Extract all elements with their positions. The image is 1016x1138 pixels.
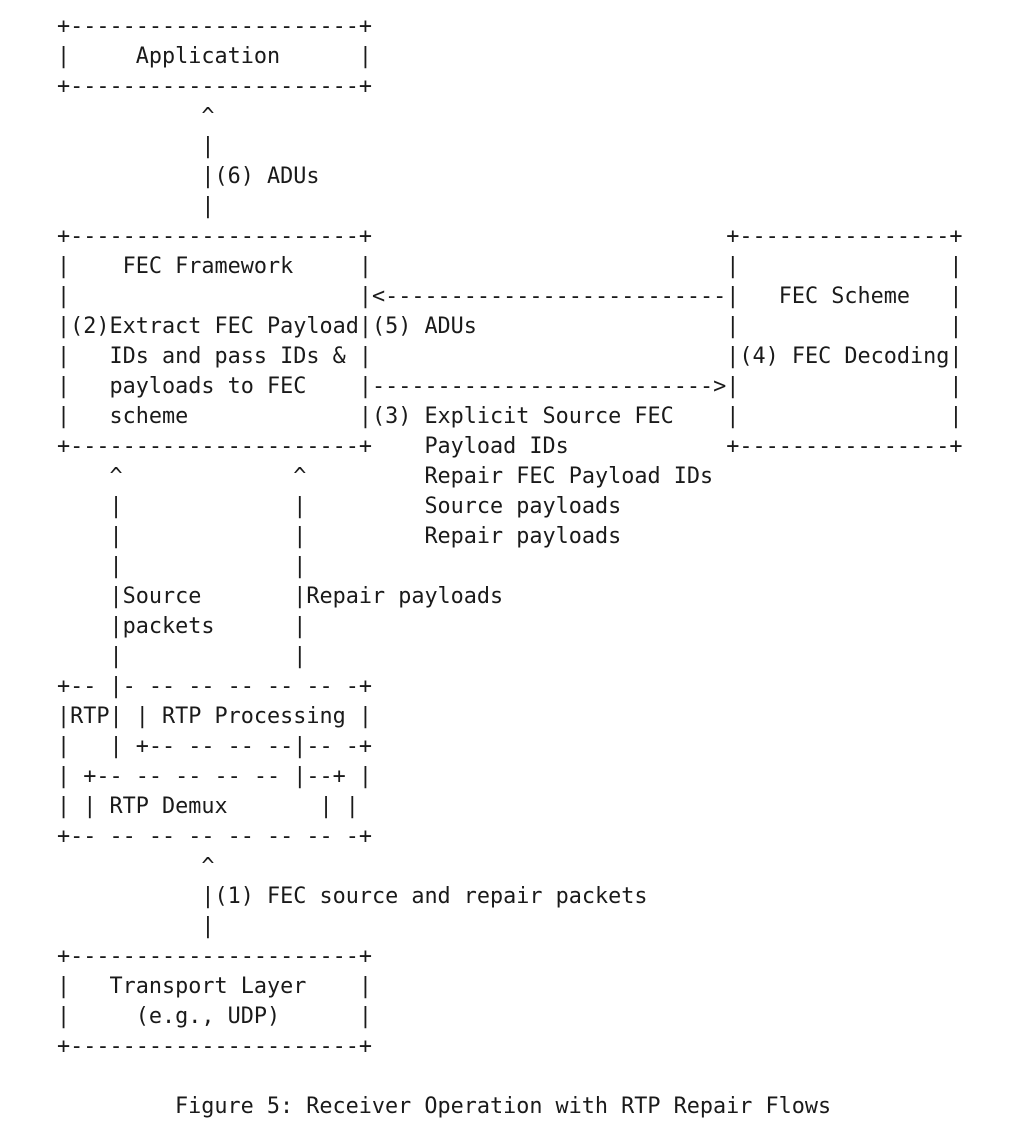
diagram-line-packets-label: |packets | [57, 614, 307, 639]
diagram-line-flow-shafts: | | [57, 554, 307, 579]
diagram-line-decoding-step: | IDs and pass IDs & | |(4) FEC Decoding… [57, 344, 963, 369]
diagram-line-rtp-processing-bottom: | | +-- -- -- --|-- -+ [57, 734, 372, 759]
diagram-line-source-repair-labels: |Source |Repair payloads [57, 584, 504, 609]
diagram-line-rtp-bottom: +-- -- -- -- -- -- -- -+ [57, 824, 372, 849]
diagram-line-framework-scheme-bottom: +----------------------+ Payload IDs +--… [57, 434, 963, 459]
diagram-line-transport-example: | (e.g., UDP) | [57, 1004, 372, 1029]
diagram-line-extract-step: |(2)Extract FEC Payload|(5) ADUs | | [57, 314, 963, 339]
diagram-line-adu-arrow-head: ^ [57, 104, 215, 129]
diagram-line-flow-tails: | | [57, 644, 307, 669]
diagram-line-adu-arrow-tail: | [57, 194, 215, 219]
ascii-diagram: +----------------------+ | Application | +… [57, 12, 962, 1062]
diagram-line-source-payloads: | | Source payloads [57, 494, 622, 519]
diagram-line-explicit-source: | scheme |(3) Explicit Source FEC | | [57, 404, 963, 429]
diagram-line-packets-arrow-tail: | [57, 914, 215, 939]
diagram-line-packets-label-1: |(1) FEC source and repair packets [57, 884, 648, 909]
diagram-line-transport-label: | Transport Layer | [57, 974, 372, 999]
diagram-line-application-bottom: +----------------------+ [57, 74, 372, 99]
diagram-line-repair-ids: ^ ^ Repair FEC Payload IDs [57, 464, 714, 489]
diagram-line-repair-payloads: | | Repair payloads [57, 524, 622, 549]
diagram-line-adu-label: |(6) ADUs [57, 164, 320, 189]
diagram-line-framework-label: | FEC Framework | | | [57, 254, 963, 279]
diagram-line-application-top: +----------------------+ [57, 14, 372, 39]
diagram-line-rtp-processing: |RTP| | RTP Processing | [57, 704, 372, 729]
diagram-line-packets-arrow-head: ^ [57, 854, 215, 879]
diagram-line-rtp-demux-top: | +-- -- -- -- -- |--+ | [57, 764, 372, 789]
diagram-line-adu-arrow-shaft: | [57, 134, 215, 159]
diagram-line-transport-bottom: +----------------------+ [57, 1034, 372, 1059]
diagram-line-scheme-label: | |<--------------------------| FEC Sche… [57, 284, 963, 309]
diagram-line-application-label: | Application | [57, 44, 372, 69]
figure-caption: Figure 5: Receiver Operation with RTP Re… [175, 1094, 832, 1119]
diagram-line-transport-top: +----------------------+ [57, 944, 372, 969]
diagram-line-payloads-arrow: | payloads to FEC |---------------------… [57, 374, 963, 399]
diagram-line-framework-scheme-top: +----------------------+ +--------------… [57, 224, 963, 249]
diagram-line-rtp-top: +-- |- -- -- -- -- -- -+ [57, 674, 372, 699]
diagram-line-rtp-demux: | | RTP Demux | | [57, 794, 359, 819]
